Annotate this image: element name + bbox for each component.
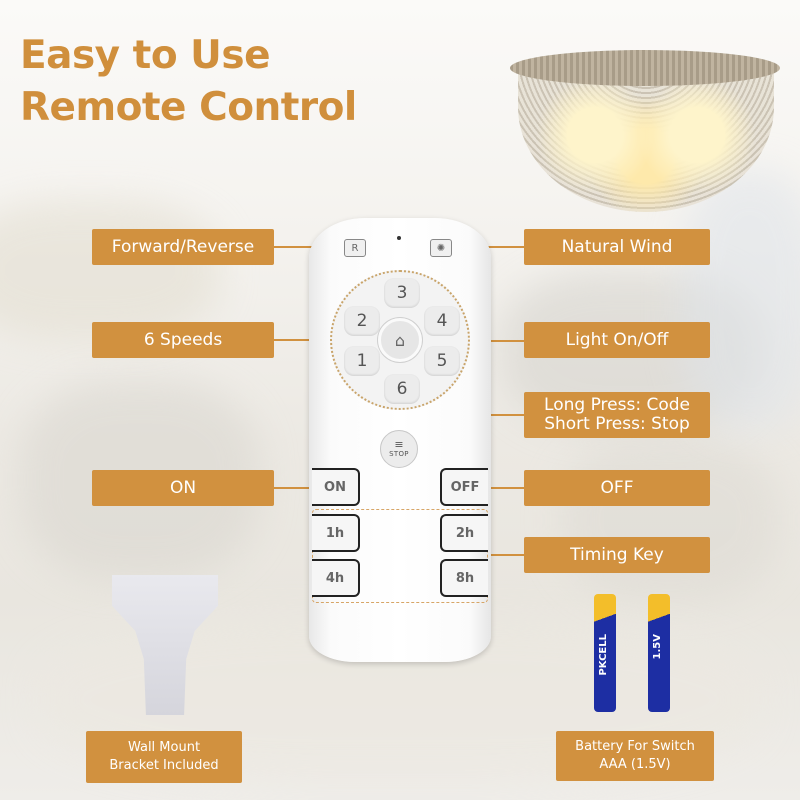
label-long-press: Long Press: Code: [544, 395, 690, 415]
label-natural-wind: Natural Wind: [524, 229, 710, 265]
battery-line-2: AAA (1.5V): [599, 757, 671, 772]
label-forward-reverse: Forward/Reverse: [92, 229, 274, 265]
speed-dial: 3 2 4 1 5 6 ⌂: [330, 270, 470, 410]
chandelier-rope-ring: [510, 50, 780, 86]
rotate-r-icon: R: [351, 242, 359, 254]
label-code-stop: Long Press: Code Short Press: Stop: [524, 392, 710, 438]
page-title: Easy to Use Remote Control: [20, 30, 357, 134]
wall-mount-line-1: Wall Mount: [127, 740, 201, 755]
off-button[interactable]: OFF: [440, 468, 488, 506]
beaded-chandelier-image: [500, 22, 800, 212]
on-button[interactable]: ON: [312, 468, 360, 506]
stop-code-button[interactable]: ≡ STOP: [380, 430, 418, 468]
chandelier-beads: [518, 72, 774, 212]
label-short-press: Short Press: Stop: [544, 414, 690, 434]
wireless-signal-icon: ≡: [394, 437, 404, 451]
title-line-2: Remote Control: [20, 85, 357, 130]
timer-2h-button[interactable]: 2h: [440, 514, 488, 552]
speed-button-4[interactable]: 4: [424, 306, 460, 336]
connector-line: [274, 487, 324, 489]
speed-button-6[interactable]: 6: [384, 374, 420, 404]
label-timing-key: Timing Key: [524, 537, 710, 573]
natural-wind-button[interactable]: ✺: [430, 239, 452, 257]
label-battery: Battery For Switch AAA (1.5V): [556, 731, 714, 781]
aaa-battery-2: 1.5V: [648, 594, 670, 712]
label-off: OFF: [524, 470, 710, 506]
label-wall-mount: Wall Mount Bracket Included: [86, 731, 242, 783]
label-6-speeds: 6 Speeds: [92, 322, 274, 358]
forward-reverse-button[interactable]: R: [344, 239, 366, 257]
background-blur: [0, 200, 220, 340]
title-line-1: Easy to Use: [20, 33, 271, 78]
label-light-on-off: Light On/Off: [524, 322, 710, 358]
fan-swirl-icon: ✺: [436, 242, 446, 254]
speed-button-1[interactable]: 1: [344, 346, 380, 376]
timing-key-group: [312, 509, 488, 603]
ir-emitter: [397, 236, 401, 240]
aaa-battery-1: PKCELL: [594, 594, 616, 712]
remote-control: R ✺ 3 2 4 1 5 6 ⌂ ≡ STOP ON OFF 1h 2h 4h…: [309, 218, 491, 662]
speed-button-2[interactable]: 2: [344, 306, 380, 336]
connector-line: [482, 487, 524, 489]
timer-1h-button[interactable]: 1h: [312, 514, 360, 552]
light-toggle-button[interactable]: ⌂: [378, 318, 422, 362]
timer-8h-button[interactable]: 8h: [440, 559, 488, 597]
background-blur: [560, 440, 780, 600]
label-on: ON: [92, 470, 274, 506]
wall-mount-line-2: Bracket Included: [109, 758, 219, 773]
speed-button-3[interactable]: 3: [384, 278, 420, 308]
battery-line-1: Battery For Switch: [575, 739, 695, 754]
connector-line: [491, 554, 524, 556]
timer-4h-button[interactable]: 4h: [312, 559, 360, 597]
ceiling-light-icon: ⌂: [394, 330, 406, 350]
battery-brand: PKCELL: [598, 634, 609, 676]
background-blur: [680, 170, 800, 430]
speed-button-5[interactable]: 5: [424, 346, 460, 376]
stop-button-label: STOP: [389, 449, 409, 458]
battery-voltage: 1.5V: [652, 634, 663, 660]
connector-line: [274, 339, 334, 341]
